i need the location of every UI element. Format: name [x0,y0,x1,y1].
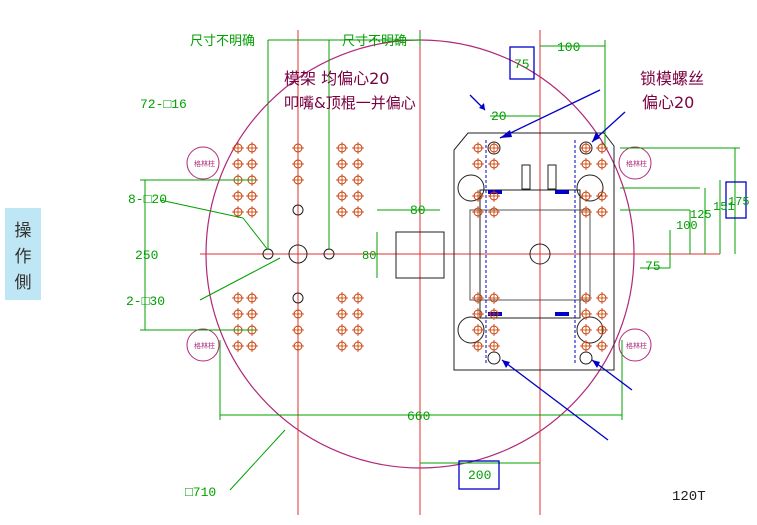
lock-screw-note-2: 偏心20 [642,93,694,112]
operator-side-panel: 操 作 側 [5,208,41,300]
vertical-center-lines [200,30,720,515]
side-label-char-3: 側 [14,273,32,293]
nozzle-offset-note: 叩嘴&顶棍一并偏心 [284,94,416,112]
tie-bars [186,146,652,362]
dim-250: 250 [135,248,158,263]
dim-72-holes: 72-□16 [140,97,187,112]
dim-125: 125 [690,208,712,222]
machine-model: 120T [672,489,706,505]
dim-100-vertical: 100 [676,219,698,233]
side-label-char-2: 作 [14,247,32,267]
dim-100: 100 [557,40,580,55]
dim-151: 151 [713,200,735,214]
dim-75-box: 75 [514,57,530,72]
center-square [395,231,445,279]
hole-8-4 [292,292,304,304]
highlight-boxes [458,46,747,490]
mould-dashed-lines [485,140,576,365]
dim-8-holes: 8-□20 [128,192,167,207]
dim-20: 20 [491,109,507,124]
dim-80-horizontal: 80 [410,203,426,218]
arrow-heads [479,103,600,368]
tiebar-label-br: 格林柱 [626,341,647,350]
tiebar-label-tl: 格林柱 [194,159,215,168]
dim-710: □710 [185,485,216,500]
dim-2-holes: 2-□30 [126,294,165,309]
tiebar-label-bl: 格林柱 [194,341,215,350]
dim-75: 75 [645,259,661,274]
tiebar-label-tr: 格林柱 [626,159,647,168]
mould-blue-marks [488,190,569,316]
mould-block [453,132,615,371]
dim-175: 175 [728,195,750,209]
dim-660: 660 [407,409,430,424]
hole-8-3 [292,204,304,216]
unclear-label-2: 尺寸不明确 [342,34,407,49]
dim-80-vertical: 80 [362,249,376,263]
side-label-char-1: 操 [14,221,32,241]
center-hole-left [288,244,308,264]
mould-offset-note: 模架 均偏心20 [284,69,389,88]
dim-200: 200 [468,468,491,483]
dimension-lines [140,32,740,491]
lock-screw-note-1: 锁模螺丝 [640,69,704,88]
unclear-label-1: 尺寸不明确 [190,34,255,49]
